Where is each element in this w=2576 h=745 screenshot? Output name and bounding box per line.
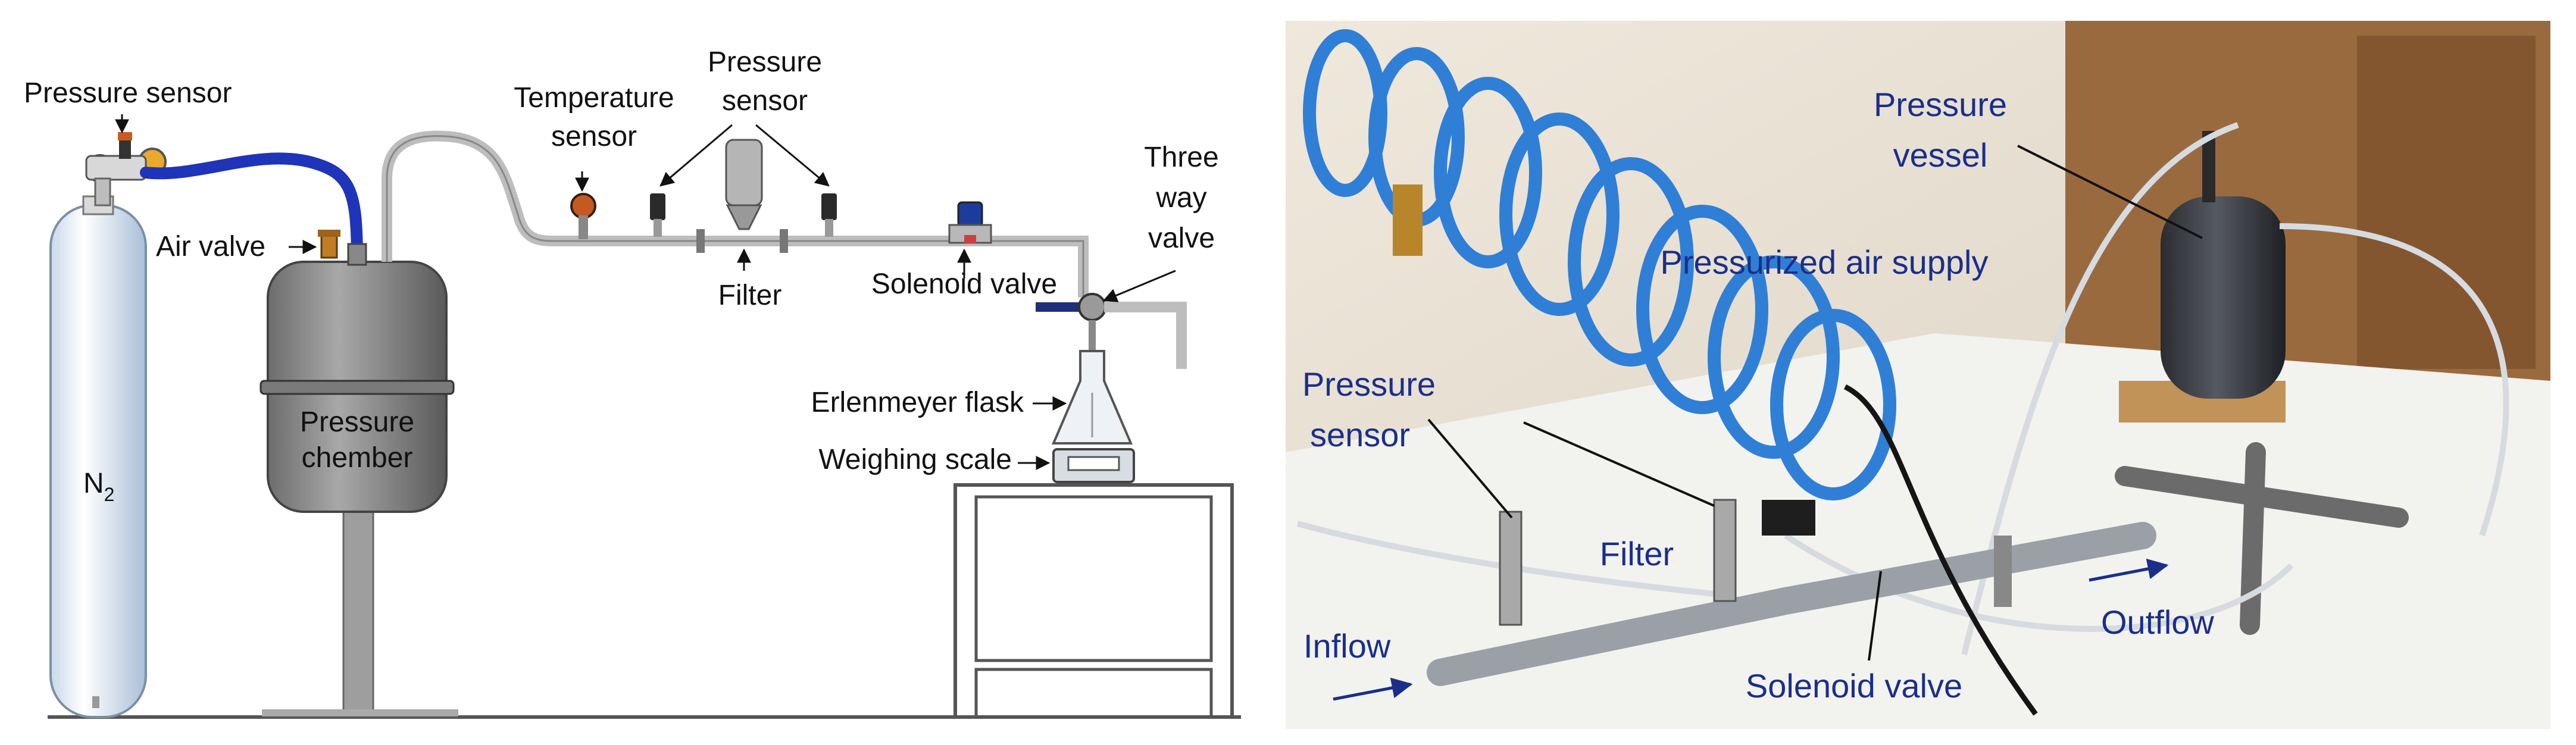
pressure-sensor-icon <box>650 193 665 237</box>
weighing-scale-icon <box>1052 448 1135 483</box>
chamber-stand-base <box>262 709 458 716</box>
photo-label-solenoid-valve: Solenoid valve <box>1746 667 1962 705</box>
filter-icon <box>725 139 763 230</box>
label-erlenmeyer-flask: Erlenmeyer flask <box>811 387 1024 418</box>
label-temperature-sensor-1: Temperature <box>514 82 674 114</box>
inline-fitting <box>696 229 705 253</box>
photo-label-pressure-sensor-2: sensor <box>1310 416 1410 453</box>
valve-manifold <box>1427 499 2156 686</box>
photo-label-pressure-vessel-2: vessel <box>1893 136 1988 174</box>
photo-label-inflow: Inflow <box>1303 627 1391 665</box>
three-way-valve-icon <box>1036 293 1187 369</box>
photo-label-pressure-vessel-1: Pressure <box>1874 86 2007 123</box>
label-filter: Filter <box>718 280 782 311</box>
label-weighing-scale: Weighing scale <box>818 444 1012 475</box>
inline-fitting <box>780 229 788 253</box>
chamber-stand <box>342 511 374 715</box>
n2-cylinder <box>49 195 147 718</box>
pressure-vessel <box>2119 131 2286 422</box>
black-cable <box>1843 384 2038 716</box>
label-three-way-1: Three <box>1144 142 1218 173</box>
temperature-sensor-icon <box>570 193 596 239</box>
pressure-chamber <box>260 243 455 513</box>
label-pressure-sensor-mid-2: sensor <box>722 85 808 117</box>
label-n2: N2 <box>83 468 114 505</box>
air-valve-icon <box>318 230 340 259</box>
label-solenoid-valve: Solenoid valve <box>871 268 1057 300</box>
photo-leader-lines <box>1427 145 2203 661</box>
label-pressure-sensor-mid-1: Pressure <box>708 46 822 78</box>
label-three-way-2: way <box>1155 182 1206 214</box>
photo-label-filter: Filter <box>1600 535 1674 572</box>
brass-fitting <box>1393 184 1423 256</box>
solenoid-valve-icon <box>948 201 992 244</box>
label-three-way-3: valve <box>1148 223 1215 254</box>
label-n2-sub: 2 <box>104 484 115 505</box>
photo-panel: Pressure vessel Pressurized air supply P… <box>1286 21 2550 729</box>
pressure-sensor-icon <box>821 193 837 237</box>
photo-label-outflow: Outflow <box>2101 603 2214 641</box>
leader-arrows <box>115 114 1176 470</box>
flow-arrows <box>1333 558 2169 701</box>
label-pressure-sensor-top: Pressure sensor <box>24 77 232 109</box>
photo-label-pressurized-air-supply: Pressurized air supply <box>1661 243 1989 281</box>
table <box>954 483 1234 719</box>
erlenmeyer-flask-icon <box>1051 350 1133 445</box>
label-air-valve: Air valve <box>156 231 265 262</box>
label-temperature-sensor-2: sensor <box>551 121 637 152</box>
schematic-panel: Pressure sensor Air valve N2 Pressure ch… <box>24 46 1241 719</box>
photo-label-pressure-sensor-1: Pressure <box>1302 365 1436 403</box>
label-pressure-chamber-2: chember <box>302 442 413 474</box>
label-n2-main: N <box>83 468 104 499</box>
label-pressure-chamber-1: Pressure <box>300 406 414 438</box>
n2-blue-hose <box>140 152 363 268</box>
